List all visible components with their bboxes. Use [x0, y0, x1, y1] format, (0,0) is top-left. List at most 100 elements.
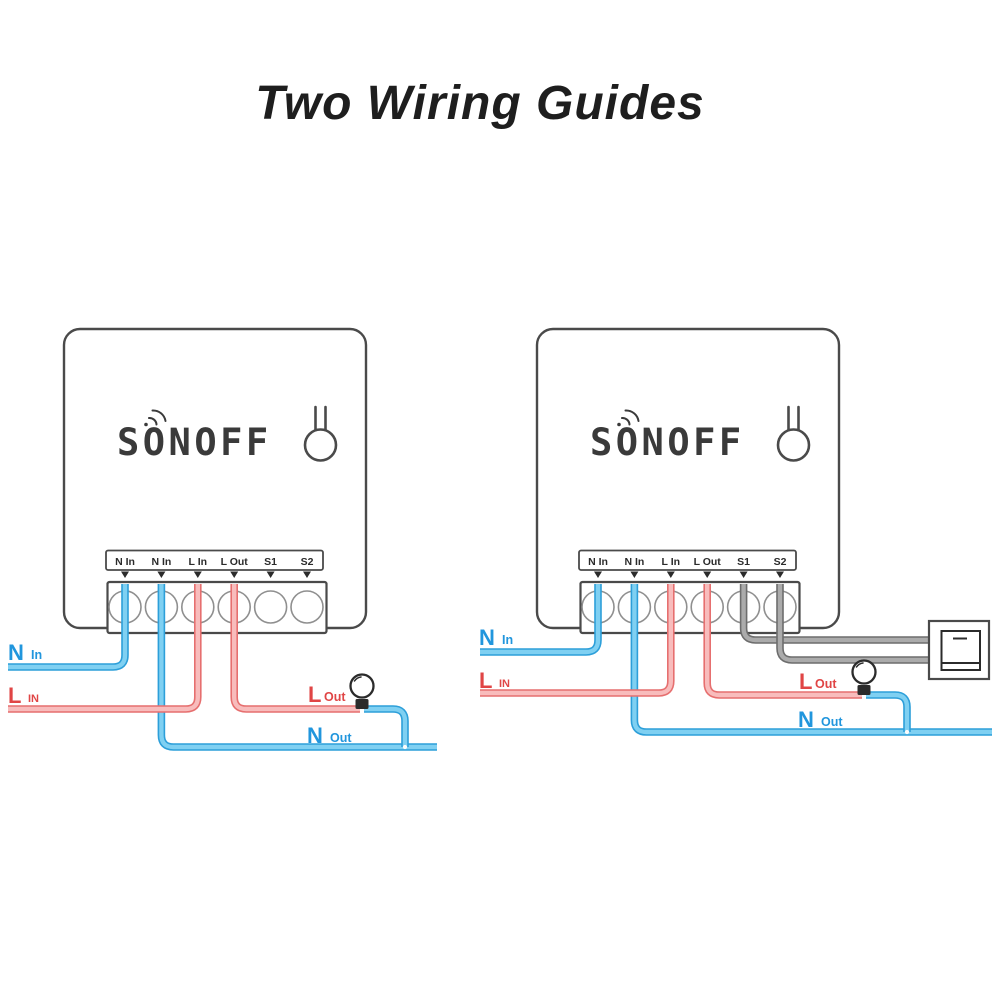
wifi-arc-large: [151, 409, 167, 422]
arrow-down-icon: [703, 571, 712, 578]
terminal-labels: N In N In L In L Out S1 S2: [115, 556, 314, 568]
label-l-in-word: IN: [499, 678, 510, 690]
wire-l-in: [8, 584, 202, 713]
wall-switch-rocker: [940, 630, 981, 671]
wire-l-out-core: [705, 584, 862, 698]
light-bulb-icon: [851, 659, 877, 695]
terminal-label-n-in-1: N In: [588, 556, 608, 568]
wire-l-out: [230, 584, 360, 713]
terminal-label-n-in-2: N In: [624, 556, 644, 568]
wifi-arc-large: [624, 409, 640, 422]
label-n-out: N Out: [307, 723, 352, 748]
wire-bulb-return: [364, 705, 409, 747]
arrow-down-icon: [157, 571, 166, 578]
label-l-out: L Out: [308, 682, 346, 707]
terminal-label-l-out: L Out: [221, 556, 249, 568]
arrow-down-icon: [193, 571, 202, 578]
label-n-in-letter: N: [8, 640, 24, 665]
label-n-in-word: In: [502, 633, 513, 647]
terminal-label-s1: S1: [264, 556, 277, 568]
terminal-label-l-in: L In: [189, 556, 207, 568]
bulb-glass: [851, 659, 877, 685]
label-n-in-letter: N: [479, 625, 495, 650]
wifi-arc-small: [148, 417, 158, 426]
label-l-out: L Out: [799, 669, 837, 694]
label-l-out-letter: L: [308, 682, 321, 707]
arrow-down-icon: [121, 571, 129, 578]
terminal-arrow-icons: [594, 571, 784, 578]
wire-n-out: [157, 584, 437, 751]
wire-n-in: [480, 584, 602, 656]
wire-bulb-return-core: [364, 706, 408, 747]
wire-l-in: [480, 584, 675, 697]
wifi-dot: [617, 422, 621, 427]
wire-l-out-core: [232, 584, 360, 712]
wire-bulb-return: [866, 691, 911, 732]
bulb-highlight: [855, 662, 864, 668]
label-l-in: L IN: [8, 683, 39, 708]
wire-n-in-core: [8, 584, 128, 670]
wall-switch-icon: [927, 619, 991, 681]
wire-n-in: [8, 584, 129, 671]
label-l-in-letter: L: [479, 668, 492, 693]
label-l-out-word: Out: [815, 677, 837, 691]
label-n-out-word: Out: [330, 731, 352, 745]
arrow-down-icon: [739, 571, 748, 578]
wire-l-in-core: [480, 584, 673, 696]
wire-s1-core: [741, 584, 931, 643]
wifi-arc-small: [621, 417, 631, 426]
label-l-out-word: Out: [324, 690, 346, 704]
hang-ring: [776, 428, 811, 462]
arrow-down-icon: [666, 571, 675, 578]
terminal-label-l-in: L In: [662, 556, 680, 568]
arrow-down-icon: [266, 571, 275, 578]
diagram-basic-wiring: SONOFF N In N In L In L Out S1 S2: [8, 327, 437, 751]
bulb-base: [857, 685, 871, 695]
label-n-in-word: In: [31, 648, 42, 662]
terminal-label-s2: S2: [774, 556, 787, 568]
terminal-label-n-in-2: N In: [151, 556, 171, 568]
wire-bulb-return-core: [866, 692, 910, 732]
label-n-out-letter: N: [798, 707, 814, 732]
terminal-arrow-icons: [121, 571, 311, 578]
wire-s2-core: [777, 584, 931, 663]
terminal-hole: [290, 590, 324, 624]
hang-ring: [303, 428, 338, 462]
terminal-label-strip: [578, 549, 797, 571]
wire-n-out-core: [632, 584, 992, 735]
terminal-hole: [253, 590, 288, 624]
label-l-out-letter: L: [799, 669, 812, 694]
wire-n-in-core: [480, 584, 601, 655]
terminal-labels: N In N In L In L Out S1 S2: [588, 556, 787, 568]
wire-junction-dot: [402, 744, 408, 750]
label-n-out: N Out: [798, 707, 843, 732]
arrow-down-icon: [230, 571, 239, 578]
arrow-down-icon: [630, 571, 639, 578]
bulb-glass: [349, 673, 375, 699]
wire-n-out-core: [159, 584, 437, 750]
terminal-label-strip: [105, 549, 324, 571]
wifi-dot: [144, 422, 148, 427]
sonoff-logo: SONOFF: [117, 421, 272, 464]
wire-l-out: [703, 584, 862, 699]
bulb-base: [355, 699, 369, 709]
terminal-label-s2: S2: [301, 556, 314, 568]
label-n-out-letter: N: [307, 723, 323, 748]
terminal-label-s1: S1: [737, 556, 750, 568]
page-title: Two Wiring Guides: [255, 77, 705, 130]
arrow-down-icon: [594, 571, 602, 578]
light-bulb-icon: [349, 673, 375, 709]
hang-tab-icon: [776, 405, 811, 462]
wire-junction-dot: [904, 729, 910, 735]
wire-l-in-core: [8, 584, 200, 712]
wire-s2: [776, 584, 931, 664]
terminal-label-l-out: L Out: [694, 556, 722, 568]
wire-n-out: [630, 584, 992, 736]
diagram-switch-wiring: SONOFF N In N In L In L Out S1 S2: [479, 327, 992, 736]
label-l-in-letter: L: [8, 683, 21, 708]
wire-bulb-return-casing: [364, 705, 409, 747]
wifi-icon: [144, 409, 167, 427]
wire-bulb-return-casing: [866, 691, 911, 732]
